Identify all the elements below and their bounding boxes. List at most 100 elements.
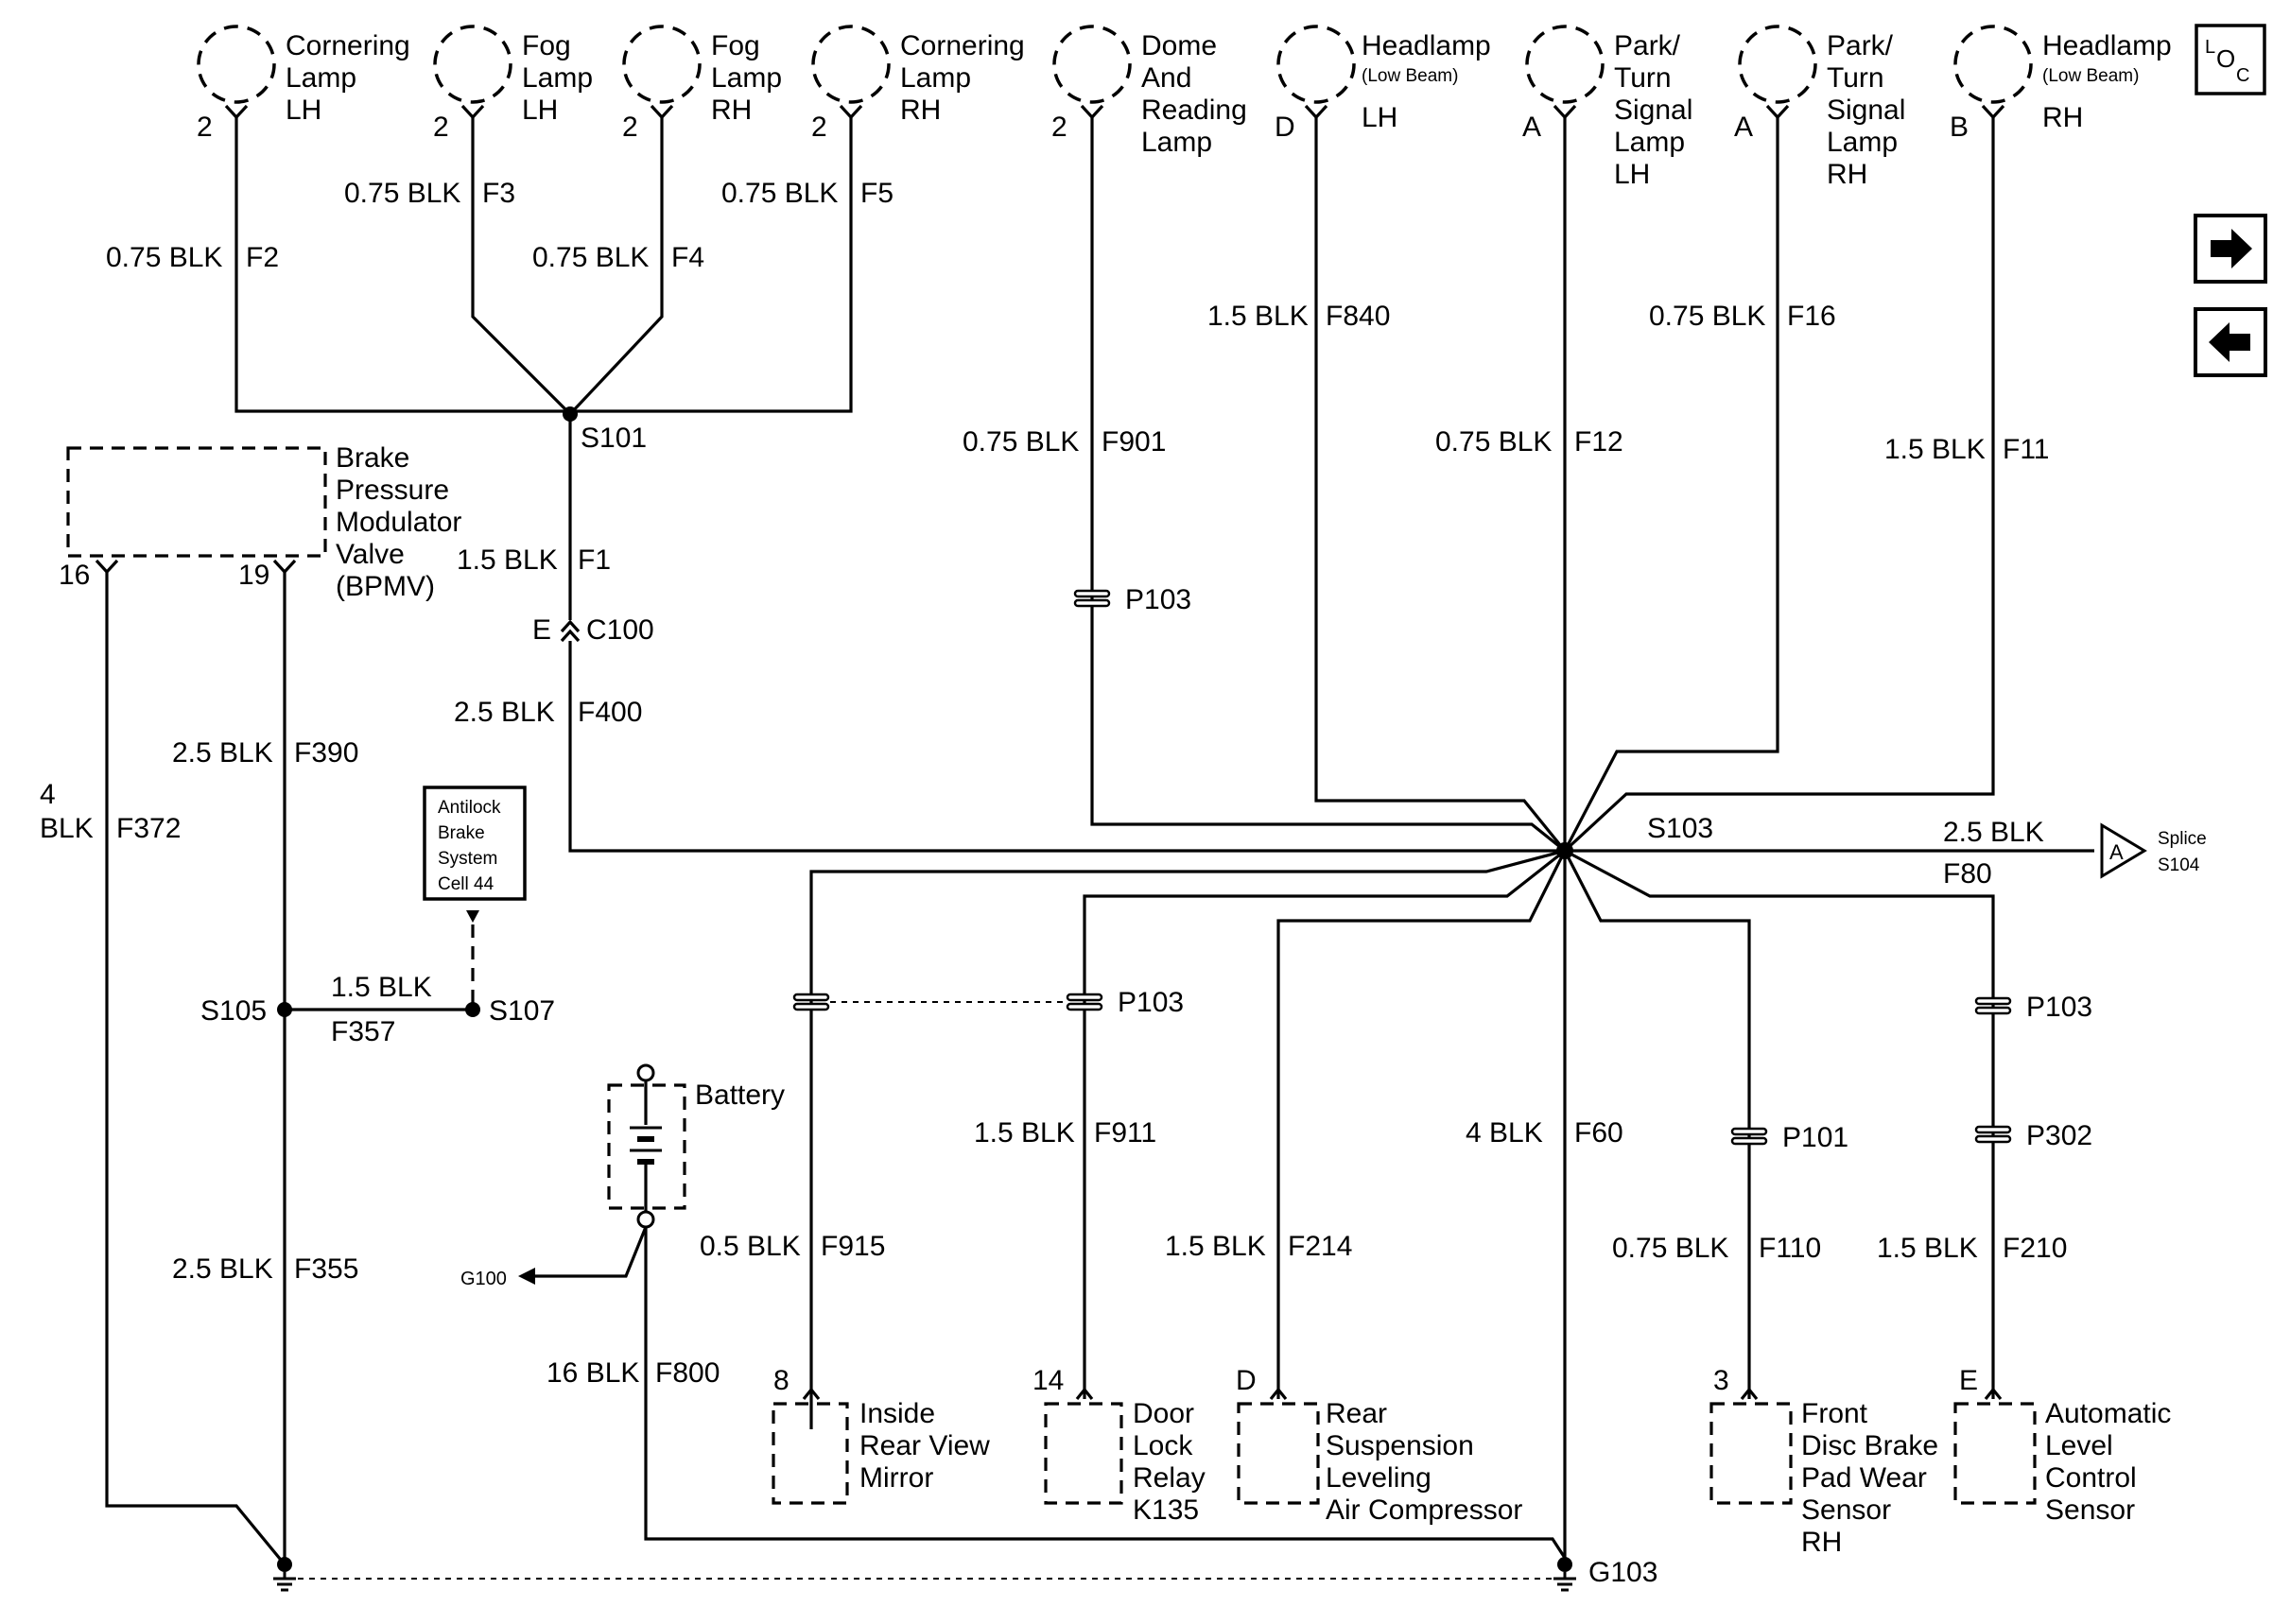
- component-label: Lamp: [1141, 127, 1212, 158]
- splice-label: S101: [581, 423, 647, 454]
- park-turn-lamp-rh: Park/ Turn Signal Lamp RH A: [1734, 25, 1905, 190]
- pin-number: 2: [1051, 112, 1067, 143]
- component-label: Rear View: [859, 1430, 990, 1461]
- arrow-left-icon: [2209, 322, 2250, 362]
- offpage-connector-s104: 2.5 BLK F80 A Splice S104: [1943, 817, 2207, 890]
- component-label: Automatic: [2045, 1398, 2171, 1429]
- component-label: Dome: [1141, 30, 1217, 61]
- component-label: And: [1141, 62, 1191, 94]
- offpage-letter: A: [2109, 840, 2124, 864]
- wire-size-label: 1.5 BLK: [331, 972, 432, 1003]
- component-label: Reading: [1141, 95, 1247, 126]
- pin-number: 2: [197, 112, 213, 143]
- ground-label: G103: [1588, 1557, 1657, 1588]
- component-label: Lamp: [286, 62, 356, 94]
- wire-size-label: BLK: [40, 813, 94, 844]
- pin-number: 2: [433, 112, 449, 143]
- wire-size-label: 2.5 BLK: [172, 737, 273, 769]
- circuit-label: F800: [655, 1357, 720, 1389]
- component-label: Park/: [1614, 30, 1681, 61]
- bpmv-module: Brake Pressure Modulator Valve (BPMV) 16…: [59, 442, 461, 602]
- pin-number: 8: [773, 1365, 789, 1396]
- component-label: Signal: [1827, 95, 1905, 126]
- connector-p103-relay: P103: [1066, 987, 1184, 1018]
- wire-size-label: 0.75 BLK: [721, 178, 838, 209]
- pin-number: E: [1959, 1365, 1978, 1396]
- component-label: Battery: [695, 1080, 785, 1111]
- splice-dot: [277, 1002, 292, 1017]
- circuit-label: F390: [294, 737, 358, 769]
- splice-label: S105: [200, 995, 267, 1027]
- component-label: Cornering: [900, 30, 1025, 61]
- connector-c100: E C100: [532, 614, 654, 646]
- connector-label: P103: [1125, 584, 1191, 615]
- circuit-label: F4: [671, 242, 704, 273]
- connector-label: C100: [586, 614, 654, 646]
- wire-size-label: 0.75 BLK: [344, 178, 460, 209]
- component-label: RH: [711, 95, 752, 126]
- component-label: Turn: [1827, 62, 1884, 94]
- component-label: Air Compressor: [1326, 1494, 1522, 1526]
- component-label: Disc Brake: [1801, 1430, 1938, 1461]
- component-label: Rear: [1326, 1398, 1387, 1429]
- component-label: (Low Beam): [2042, 66, 2139, 86]
- component-label: Turn: [1614, 62, 1672, 94]
- component-label: K135: [1133, 1494, 1199, 1526]
- component-locator-button[interactable]: L O C: [2195, 24, 2266, 95]
- component-label: Level: [2045, 1430, 2113, 1461]
- splice-label: S103: [1647, 813, 1713, 844]
- circuit-label: F80: [1943, 858, 1992, 890]
- wire-size-label: 1.5 BLK: [1877, 1233, 1978, 1264]
- arrow-right-icon: [2211, 229, 2252, 268]
- ground-g103: G103: [1553, 1557, 1657, 1592]
- locator-letter: O: [2216, 44, 2235, 73]
- component-label: Mirror: [859, 1462, 933, 1494]
- circuit-label: F5: [860, 178, 894, 209]
- previous-page-button[interactable]: [2194, 307, 2267, 377]
- component-label: Lamp: [1614, 127, 1685, 158]
- component-label: Control: [2045, 1462, 2137, 1494]
- dome-reading-lamp: Dome And Reading Lamp 2: [1051, 25, 1247, 158]
- antilock-brake-system-reference: Antilock Brake System Cell 44: [423, 786, 527, 1006]
- wire-size-label: 2.5 BLK: [1943, 817, 2044, 848]
- pin-number: D: [1236, 1365, 1257, 1396]
- wire-size-label: 0.75 BLK: [106, 242, 222, 273]
- wire-size-label: 0.75 BLK: [1435, 426, 1552, 458]
- fog-lamp-rh: Fog Lamp RH 2: [622, 25, 782, 143]
- wire-size-label: 2.5 BLK: [172, 1253, 273, 1285]
- pin-number: 2: [622, 112, 638, 143]
- s103-hub-wiring: S103: [809, 117, 2094, 1558]
- wire-size-label: 1.5 BLK: [1165, 1231, 1266, 1262]
- pin-number: A: [1734, 112, 1753, 143]
- headlamp-low-beam-rh: Headlamp (Low Beam) RH B: [1950, 25, 2172, 143]
- wire-size-label: 4: [40, 779, 56, 810]
- locator-letter: C: [2236, 65, 2249, 86]
- component-label: RH: [2042, 102, 2083, 133]
- connector-p101: P101: [1730, 1122, 1848, 1153]
- ground-label: G100: [460, 1269, 507, 1289]
- connector-p103-mirror: [792, 993, 830, 1011]
- circuit-label: F901: [1102, 426, 1166, 458]
- wire-size-label: 1.5 BLK: [974, 1117, 1075, 1149]
- circuit-label: F16: [1787, 301, 1836, 332]
- connector-p103-dome: P103: [1073, 584, 1191, 615]
- offpage-label: Splice: [2158, 829, 2207, 849]
- cornering-lamp-rh: Cornering Lamp RH 2: [811, 25, 1025, 143]
- battery: Battery: [607, 1063, 785, 1229]
- pin-number: B: [1950, 112, 1969, 143]
- cornering-lamp-lh: Cornering Lamp LH 2: [197, 25, 410, 143]
- circuit-label: F1: [578, 544, 611, 576]
- inside-rear-view-mirror: 8 Inside Rear View Mirror: [772, 1365, 990, 1505]
- s101-wiring: S101: [234, 117, 853, 620]
- headlamp-low-beam-lh: Headlamp (Low Beam) LH D: [1275, 25, 1491, 143]
- component-label: Pad Wear: [1801, 1462, 1927, 1494]
- circuit-label: F840: [1326, 301, 1390, 332]
- locator-letter: L: [2205, 37, 2215, 58]
- splice-dot: [563, 406, 578, 422]
- next-page-button[interactable]: [2194, 214, 2267, 284]
- wire-size-label: 0.75 BLK: [963, 426, 1079, 458]
- component-label: Cell 44: [438, 874, 495, 894]
- component-label: LH: [522, 95, 558, 126]
